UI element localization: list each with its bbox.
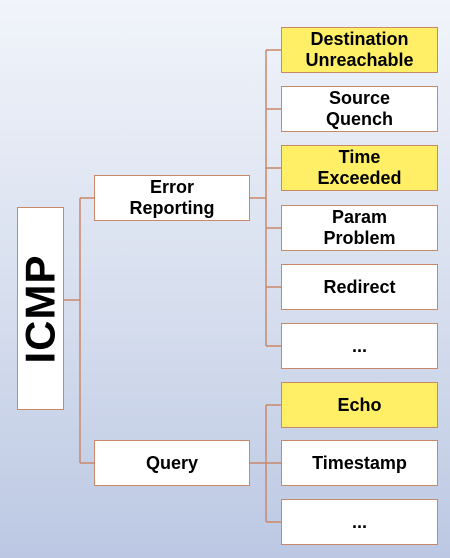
- leaf-param-problem: Param Problem: [281, 205, 438, 251]
- root-node-label: ICMP: [16, 254, 64, 363]
- category-error-reporting: Error Reporting: [94, 175, 250, 221]
- leaf-error-more: ...: [281, 323, 438, 369]
- leaf-time-exceeded: Time Exceeded: [281, 145, 438, 191]
- leaf-query-more: ...: [281, 499, 438, 545]
- category-query: Query: [94, 440, 250, 486]
- leaf-timestamp: Timestamp: [281, 440, 438, 486]
- leaf-destination-unreachable: Destination Unreachable: [281, 27, 438, 73]
- leaf-redirect: Redirect: [281, 264, 438, 310]
- leaf-echo: Echo: [281, 382, 438, 428]
- root-node-icmp: ICMP: [17, 207, 64, 410]
- leaf-source-quench: Source Quench: [281, 86, 438, 132]
